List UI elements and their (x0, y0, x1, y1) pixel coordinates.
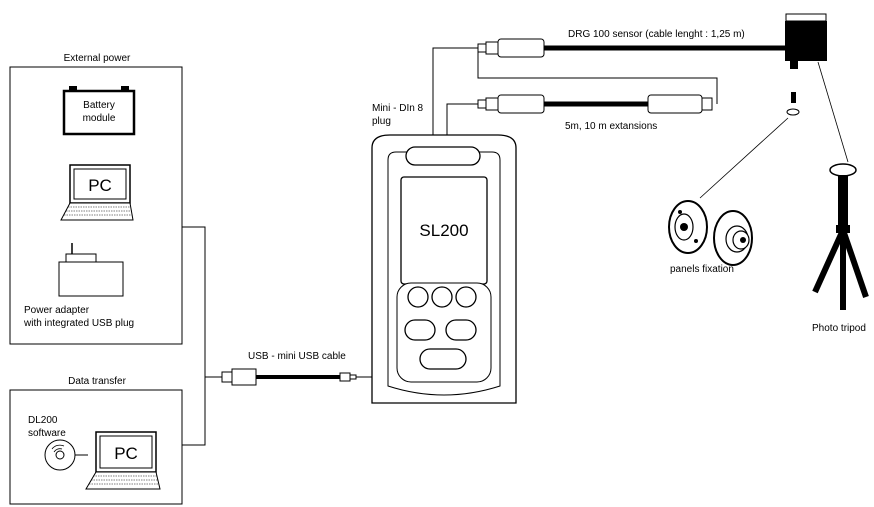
usb-cable-label: USB - mini USB cable (248, 351, 346, 362)
tripod-label: Photo tripod (812, 323, 866, 334)
adapter-label-line2: with integrated USB plug (23, 318, 134, 329)
plug-cables (432, 47, 478, 135)
sensor-cable (477, 38, 785, 58)
data-transfer-group: Data transfer DL200 software PC (9, 376, 183, 505)
battery-label-line2: module (83, 113, 116, 124)
device-name: SL200 (419, 221, 468, 240)
link-line (477, 52, 718, 104)
mount-screw-icon (791, 92, 796, 103)
tripod-leader-line (817, 61, 849, 163)
device-key (445, 319, 477, 341)
device-top-button (405, 146, 481, 166)
laptop-icon: PC (85, 431, 161, 490)
device-key (455, 286, 477, 308)
pc-label-power: PC (88, 176, 112, 195)
laptop-icon: PC (60, 164, 134, 221)
plug-label-line2: plug (372, 116, 391, 127)
tripod-icon (812, 163, 869, 310)
usb-cable (221, 368, 372, 386)
external-power-group: External power Battery module PC Power a… (9, 53, 183, 345)
bracket-connector (182, 226, 222, 446)
device-key (404, 319, 436, 341)
device-key (407, 286, 429, 308)
extension-label: 5m, 10 m extansions (565, 121, 657, 132)
software-label-line1: DL200 (28, 415, 58, 426)
sl200-device: SL200 (371, 134, 517, 404)
sensor-label: DRG 100 sensor (cable lenght : 1,25 m) (568, 29, 745, 40)
panels-label: panels fixation (670, 264, 734, 275)
extension-cable (477, 94, 713, 114)
device-key (419, 348, 467, 370)
cd-disc-icon (44, 439, 76, 471)
battery-label-line1: Battery (83, 100, 115, 111)
data-transfer-box (9, 389, 183, 505)
power-adapter-icon (58, 243, 124, 297)
pc-label-data: PC (114, 444, 138, 463)
external-power-box (9, 66, 183, 345)
device-key (431, 286, 453, 308)
sensor-head-icon (785, 13, 827, 116)
panel-fixation-icon (668, 200, 753, 266)
data-transfer-title: Data transfer (68, 376, 126, 387)
software-label-line2: software (28, 428, 66, 439)
panel-leader-line (699, 117, 789, 199)
plug-label-line1: Mini - DIn 8 (372, 103, 424, 114)
adapter-label-line1: Power adapter (24, 305, 90, 316)
battery-icon: Battery module (62, 86, 136, 136)
external-power-title: External power (64, 53, 131, 64)
